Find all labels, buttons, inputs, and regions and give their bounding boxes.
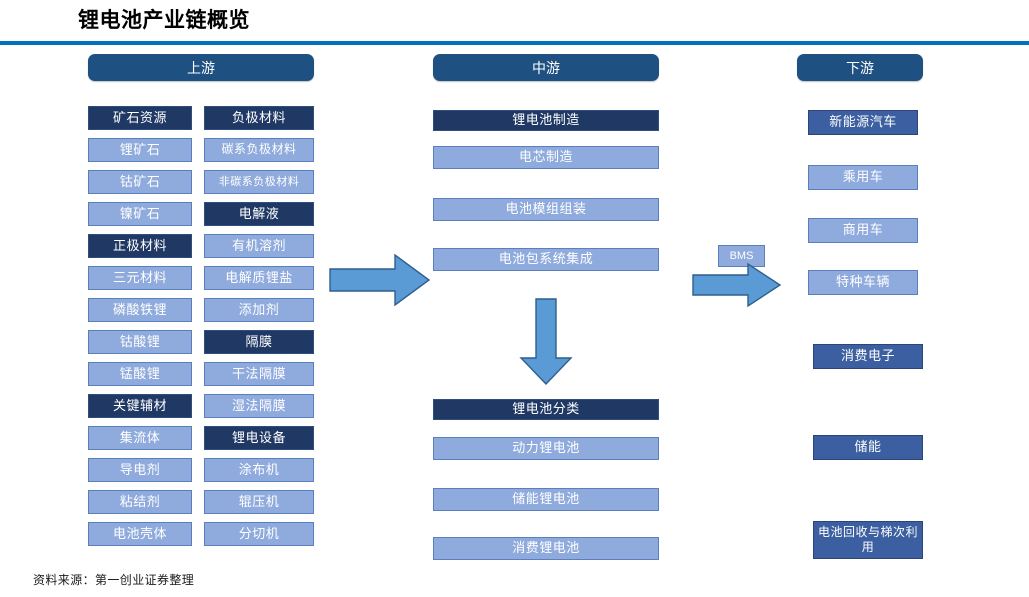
upstream-box-non-carbon-anode-material[interactable]: 非碳系负极材料 bbox=[204, 170, 314, 194]
downstream-box-passenger-vehicle[interactable]: 乘用车 bbox=[808, 165, 918, 190]
upstream-box-ternary-material[interactable]: 三元材料 bbox=[88, 266, 192, 290]
upstream-box-conductive-agent[interactable]: 导电剂 bbox=[88, 458, 192, 482]
upstream-box-ore-resources[interactable]: 矿石资源 bbox=[88, 106, 192, 130]
upstream-box-lithium-battery-equipment[interactable]: 锂电设备 bbox=[204, 426, 314, 450]
upstream-box-organic-solvent[interactable]: 有机溶剂 bbox=[204, 234, 314, 258]
midstream-box-energy-storage-battery[interactable]: 储能锂电池 bbox=[433, 488, 659, 511]
upstream-box-lithium-cobaltate[interactable]: 钴酸锂 bbox=[88, 330, 192, 354]
arrow-midstream-to-downstream bbox=[692, 262, 782, 308]
midstream-box-lithium-battery-classification[interactable]: 锂电池分类 bbox=[433, 399, 659, 420]
downstream-box-consumer-electronics[interactable]: 消费电子 bbox=[813, 344, 923, 369]
midstream-box-module-assembly[interactable]: 电池模组组装 bbox=[433, 198, 659, 221]
upstream-box-electrolyte[interactable]: 电解液 bbox=[204, 202, 314, 226]
downstream-box-energy-storage[interactable]: 储能 bbox=[813, 435, 923, 460]
upstream-box-lfp[interactable]: 磷酸铁锂 bbox=[88, 298, 192, 322]
page-title: 锂电池产业链概览 bbox=[78, 9, 250, 32]
upstream-box-battery-case[interactable]: 电池壳体 bbox=[88, 522, 192, 546]
upstream-box-cathode-material[interactable]: 正极材料 bbox=[88, 234, 192, 258]
upstream-box-anode-material[interactable]: 负极材料 bbox=[204, 106, 314, 130]
downstream-box-battery-recycling[interactable]: 电池回收与梯次利用 bbox=[813, 521, 923, 559]
upstream-box-coater[interactable]: 涂布机 bbox=[204, 458, 314, 482]
arrow-upstream-to-midstream bbox=[329, 253, 431, 307]
downstream-box-new-energy-vehicle[interactable]: 新能源汽车 bbox=[808, 110, 918, 135]
upstream-box-roller-press[interactable]: 辊压机 bbox=[204, 490, 314, 514]
stage-header-midstream[interactable]: 中游 bbox=[433, 54, 659, 81]
upstream-box-lithium-manganate[interactable]: 锰酸锂 bbox=[88, 362, 192, 386]
upstream-box-separator[interactable]: 隔膜 bbox=[204, 330, 314, 354]
downstream-box-commercial-vehicle[interactable]: 商用车 bbox=[808, 218, 918, 243]
accent-rule bbox=[0, 41, 1029, 45]
upstream-box-carbon-anode-material[interactable]: 碳系负极材料 bbox=[204, 138, 314, 162]
upstream-box-current-collector[interactable]: 集流体 bbox=[88, 426, 192, 450]
bms-label[interactable]: BMS bbox=[718, 245, 765, 267]
midstream-box-cell-manufacturing[interactable]: 电芯制造 bbox=[433, 146, 659, 169]
arrow-midstream-down bbox=[519, 298, 573, 386]
stage-header-upstream[interactable]: 上游 bbox=[88, 54, 314, 81]
upstream-box-nickel-ore[interactable]: 镍矿石 bbox=[88, 202, 192, 226]
downstream-box-special-vehicle[interactable]: 特种车辆 bbox=[808, 270, 918, 295]
midstream-box-pack-system-integration[interactable]: 电池包系统集成 bbox=[433, 248, 659, 271]
upstream-box-electrolyte-lithium-salt[interactable]: 电解质锂盐 bbox=[204, 266, 314, 290]
source-note: 资料来源：第一创业证券整理 bbox=[33, 573, 195, 587]
stage-header-downstream[interactable]: 下游 bbox=[797, 54, 923, 81]
upstream-box-wet-separator[interactable]: 湿法隔膜 bbox=[204, 394, 314, 418]
midstream-box-power-battery[interactable]: 动力锂电池 bbox=[433, 437, 659, 460]
midstream-box-lithium-battery-manufacturing[interactable]: 锂电池制造 bbox=[433, 110, 659, 131]
upstream-box-additive[interactable]: 添加剂 bbox=[204, 298, 314, 322]
upstream-box-lithium-ore[interactable]: 锂矿石 bbox=[88, 138, 192, 162]
upstream-box-cobalt-ore[interactable]: 钴矿石 bbox=[88, 170, 192, 194]
upstream-box-binder[interactable]: 粘结剂 bbox=[88, 490, 192, 514]
upstream-box-slitter[interactable]: 分切机 bbox=[204, 522, 314, 546]
upstream-box-dry-separator[interactable]: 干法隔膜 bbox=[204, 362, 314, 386]
upstream-box-key-auxiliary-materials[interactable]: 关键辅材 bbox=[88, 394, 192, 418]
midstream-box-consumer-battery[interactable]: 消费锂电池 bbox=[433, 537, 659, 560]
